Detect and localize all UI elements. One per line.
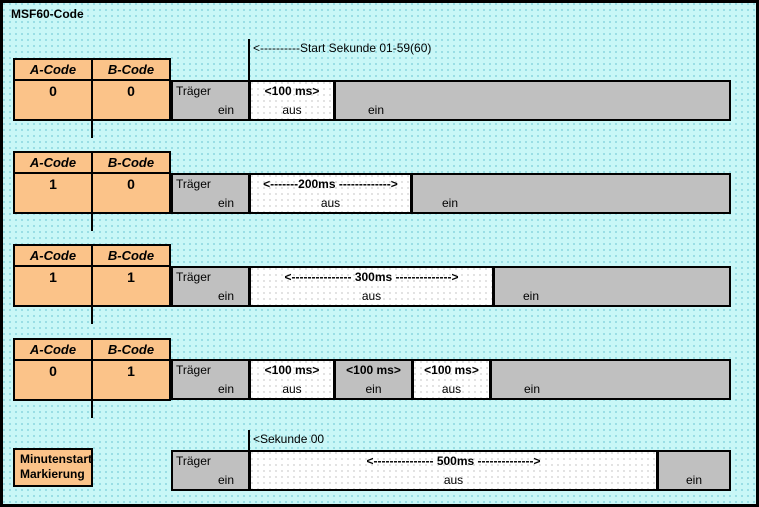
segment-state: aus bbox=[361, 289, 382, 303]
carrier-block-row-2: Träger ein bbox=[171, 173, 250, 214]
carrier-label: Träger bbox=[176, 177, 211, 191]
segment-row-4-2: <100 ms> aus bbox=[412, 359, 491, 400]
segment-state: ein bbox=[368, 103, 385, 117]
carrier-block-row-1: Träger ein bbox=[171, 80, 250, 121]
segment-row-5-0: <--------------- 500ms --------------> a… bbox=[249, 450, 658, 491]
segment-state: ein bbox=[365, 382, 382, 396]
b-code-value: 1 bbox=[91, 361, 169, 418]
a-code-value: 1 bbox=[49, 269, 57, 285]
b-code-header: B-Code bbox=[91, 246, 169, 265]
code-table-values-row-4: 0 1 bbox=[15, 359, 169, 418]
a-code-value: 1 bbox=[49, 176, 57, 192]
carrier-state: ein bbox=[217, 196, 234, 210]
carrier-state: ein bbox=[217, 103, 234, 117]
segment-state: ein bbox=[442, 196, 459, 210]
segment-state: ein bbox=[524, 382, 541, 396]
segment-row-2-0: <-------200ms -------------> aus bbox=[249, 173, 412, 214]
segment-state: aus bbox=[282, 103, 302, 117]
segment-row-2-1: ein bbox=[411, 173, 731, 214]
segment-state: aus bbox=[282, 382, 302, 396]
segment-row-3-1: ein bbox=[493, 266, 731, 307]
carrier-state: ein bbox=[217, 473, 234, 487]
segment-state: aus bbox=[320, 196, 341, 210]
segment-duration: <--------------- 300ms --------------> bbox=[284, 270, 459, 284]
a-code-value: 0 bbox=[49, 363, 57, 379]
a-code-header: A-Code bbox=[29, 62, 77, 77]
segment-row-4-3: ein bbox=[490, 359, 731, 400]
carrier-label: Träger bbox=[176, 84, 211, 98]
minute-marker-label: Minutenstart Markierung bbox=[13, 448, 93, 487]
carrier-block-row-4: Träger ein bbox=[171, 359, 250, 400]
code-table-values-row-1: 0 0 bbox=[15, 79, 169, 138]
code-table-header-row-2: A-Code B-Code bbox=[15, 153, 169, 172]
code-table-values-row-3: 1 1 bbox=[15, 265, 169, 324]
start-second-tick-line bbox=[248, 39, 250, 81]
code-table-header-row-4: A-Code B-Code bbox=[15, 340, 169, 359]
carrier-state: ein bbox=[217, 289, 234, 303]
code-table-row-3: A-Code B-Code 1 1 bbox=[13, 244, 171, 324]
segment-duration: <100 ms> bbox=[264, 84, 320, 98]
segment-row-4-1: <100 ms> ein bbox=[334, 359, 413, 400]
b-code-value: 1 bbox=[91, 267, 169, 324]
code-table-header-row-1: A-Code B-Code bbox=[15, 60, 169, 79]
minute-marker-line-1: Minutenstart bbox=[20, 452, 92, 466]
a-code-header: A-Code bbox=[29, 342, 77, 357]
b-code-value: 0 bbox=[91, 81, 169, 138]
segment-row-5-1: ein bbox=[657, 450, 731, 491]
segment-duration: <-------200ms -------------> bbox=[263, 177, 398, 191]
carrier-state: ein bbox=[217, 382, 234, 396]
b-code-header: B-Code bbox=[91, 60, 169, 79]
segment-state: aus bbox=[443, 473, 464, 487]
minute-marker-line-2: Markierung bbox=[20, 467, 85, 481]
segment-row-1-0: <100 ms> aus bbox=[249, 80, 335, 121]
a-code-header: A-Code bbox=[29, 155, 77, 170]
carrier-label: Träger bbox=[176, 270, 211, 284]
code-table-row-2: A-Code B-Code 1 0 bbox=[13, 151, 171, 231]
page-title: MSF60-Code bbox=[11, 7, 84, 21]
segment-duration: <100 ms> bbox=[424, 363, 479, 377]
segment-row-4-0: <100 ms> aus bbox=[249, 359, 335, 400]
segment-row-1-1: ein bbox=[334, 80, 731, 121]
start-second-annotation: <----------Start Sekunde 01-59(60) bbox=[253, 41, 432, 55]
carrier-block-row-3: Träger ein bbox=[171, 266, 250, 307]
carrier-label: Träger bbox=[176, 363, 211, 377]
segment-state: ein bbox=[685, 473, 702, 487]
a-code-value: 0 bbox=[49, 83, 57, 99]
b-code-header: B-Code bbox=[91, 340, 169, 359]
code-table-values-row-2: 1 0 bbox=[15, 172, 169, 231]
carrier-label: Träger bbox=[176, 454, 211, 468]
b-code-header: B-Code bbox=[91, 153, 169, 172]
segment-state: aus bbox=[441, 382, 462, 396]
segment-duration: <100 ms> bbox=[346, 363, 401, 377]
b-code-value: 0 bbox=[91, 174, 169, 231]
segment-row-3-0: <--------------- 300ms --------------> a… bbox=[249, 266, 494, 307]
segment-duration: <--------------- 500ms --------------> bbox=[366, 454, 541, 468]
carrier-block-row-5: Träger ein bbox=[171, 450, 250, 491]
a-code-header: A-Code bbox=[29, 248, 77, 263]
code-table-row-1: A-Code B-Code 0 0 bbox=[13, 58, 171, 138]
code-table-row-4: A-Code B-Code 0 1 bbox=[13, 338, 171, 418]
second-zero-tick-line bbox=[248, 430, 250, 454]
code-table-header-row-3: A-Code B-Code bbox=[15, 246, 169, 265]
segment-state: ein bbox=[523, 289, 540, 303]
second-zero-annotation: <Sekunde 00 bbox=[253, 432, 325, 446]
segment-duration: <100 ms> bbox=[264, 363, 320, 377]
